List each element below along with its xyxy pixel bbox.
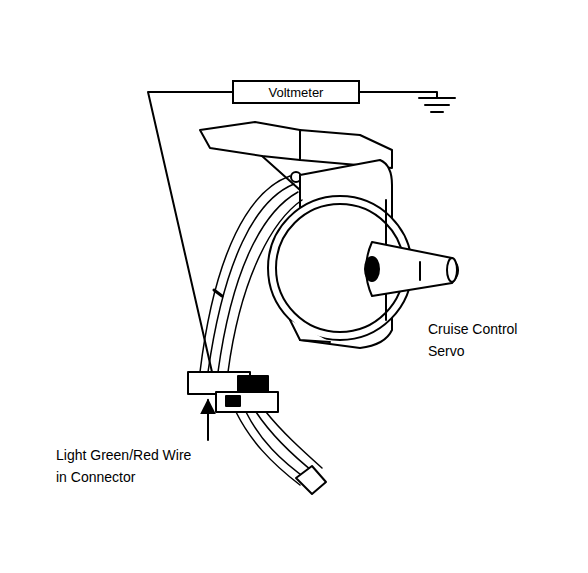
leader-arrow: [207, 400, 209, 440]
part-name: Cruise Control Servo: [428, 318, 548, 362]
ground-symbol: [419, 98, 455, 112]
wire-callout: Light Green/Red Wire in Connector: [56, 444, 202, 488]
wire-harness: [200, 176, 302, 372]
meter-label: Voltmeter: [263, 85, 330, 100]
servo-shaft: [365, 242, 458, 296]
voltmeter-box: Voltmeter: [232, 80, 360, 104]
wire-harness-lower: [236, 412, 326, 494]
wire-connector: [188, 372, 278, 412]
